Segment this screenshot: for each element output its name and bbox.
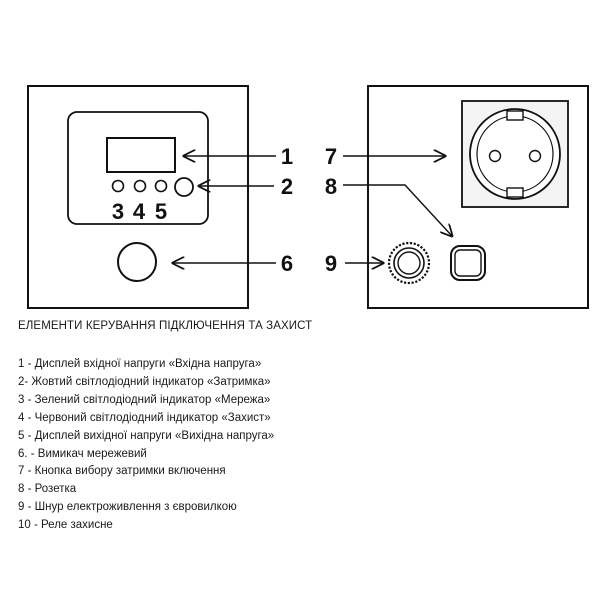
callout-2: 2 (281, 174, 293, 199)
yellow-led-indicator (111, 179, 125, 193)
socket-icon (469, 108, 561, 200)
protective-relay-icon (450, 245, 486, 281)
rear-panel (367, 85, 589, 309)
device-panels-diagram: 1 2 3 4 5 6 7 8 9 (27, 85, 589, 309)
legend-item-2: 2- Жовтий світлодіодний індикатор «Затри… (18, 375, 271, 388)
red-led-indicator (154, 179, 168, 193)
callout-1: 1 (281, 144, 293, 169)
callout-arrows (173, 156, 452, 263)
legend-item-6: 6. - Вимикач мережевий (18, 447, 147, 460)
legend-item-10: 10 - Реле захисне (18, 519, 113, 532)
callout-9: 9 (325, 251, 337, 276)
legend-list: 1 - Дисплей вхідної напруги «Вхідна напр… (18, 356, 588, 535)
callout-5: 5 (155, 199, 167, 224)
callout-7: 7 (325, 144, 337, 169)
legend-item-4: 4 - Червоний світлодіодний індикатор «За… (18, 411, 271, 424)
callout-3: 3 (112, 199, 124, 224)
legend-item-3: 3 - Зелений світлодіодний індикатор «Мер… (18, 393, 271, 406)
legend-item-5: 5 - Дисплей вихідної напруги «Вихідна на… (18, 429, 275, 442)
front-panel (27, 85, 249, 309)
legend-item-7: 7 - Кнопка вибору затримки включення (18, 465, 226, 478)
legend-item-9: 9 - Шнур електроживлення з євровилкою (18, 501, 237, 514)
legend-item-8: 8 - Розетка (18, 483, 77, 496)
delay-select-button[interactable] (174, 177, 194, 197)
callout-6: 6 (281, 251, 293, 276)
legend-title: ЕЛЕМЕНТИ КЕРУВАННЯ ПІДКЛЮЧЕННЯ ТА ЗАХИСТ (18, 320, 313, 332)
callout-4: 4 (133, 199, 146, 224)
green-led-indicator (133, 179, 147, 193)
mains-switch[interactable] (117, 242, 157, 282)
voltage-display (106, 137, 176, 173)
legend: ЕЛЕМЕНТИ КЕРУВАННЯ ПІДКЛЮЧЕННЯ ТА ЗАХИСТ… (18, 319, 588, 535)
callout-8: 8 (325, 174, 337, 199)
power-cord-gland-icon (387, 241, 431, 285)
legend-item-1: 1 - Дисплей вхідної напруги «Вхідна напр… (18, 358, 262, 370)
